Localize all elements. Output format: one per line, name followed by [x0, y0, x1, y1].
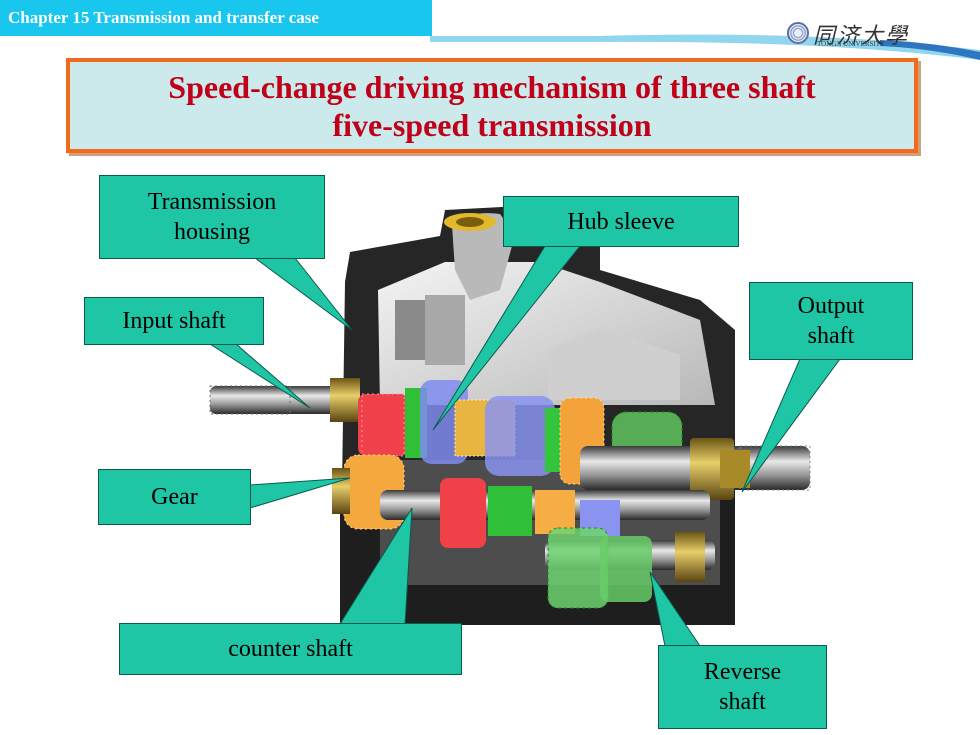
slide-title-line1: Speed-change driving mechanism of three … — [168, 68, 816, 105]
transmission-housing-line1: Transmission — [147, 189, 277, 215]
header-swoosh — [430, 34, 980, 60]
output-shaft-line1: Output — [797, 293, 865, 319]
chapter-title: Chapter 15 Transmission and transfer cas… — [0, 0, 432, 36]
input-shaft-text: Input shaft — [122, 308, 226, 334]
logo-chinese-name: 同济大學 — [813, 24, 910, 49]
reverse-shaft-line1: Reverse — [703, 659, 782, 685]
slide-title-box: Speed-change driving mechanism of three … — [66, 58, 918, 153]
slide-title-line2: five-speed transmission — [332, 106, 652, 143]
reverse-shaft — [545, 527, 715, 609]
output-shaft — [580, 438, 811, 500]
transmission-housing-label: Transmission housing — [99, 175, 325, 259]
gear-label: Gear — [98, 469, 251, 525]
gear-text: Gear — [151, 484, 198, 510]
university-seal-icon — [787, 22, 809, 44]
counter-shaft-label: counter shaft — [119, 623, 462, 675]
output-shaft-line2: shaft — [807, 323, 855, 349]
hub-sleeve-label: Hub sleeve — [503, 196, 739, 247]
input-shaft — [209, 378, 360, 422]
logo-english-name: TONGJI UNIVERSITY — [817, 40, 886, 48]
counter-shaft-text: counter shaft — [228, 636, 353, 662]
input-shaft-label: Input shaft — [84, 297, 264, 345]
reverse-shaft-line2: shaft — [719, 689, 766, 715]
transmission-housing-pointer — [253, 257, 353, 331]
callout-pointers — [208, 245, 841, 647]
transmission-housing-line2: housing — [173, 219, 250, 245]
reverse-shaft-label: Reverse shaft — [658, 645, 827, 729]
hub-sleeve-text: Hub sleeve — [567, 208, 675, 235]
slide-title: Speed-change driving mechanism of three … — [168, 68, 815, 144]
university-logo: 同济大學 TONGJI UNIVERSITY — [787, 18, 907, 52]
counter-shaft — [380, 478, 710, 548]
output-shaft-label: Output shaft — [749, 282, 913, 360]
